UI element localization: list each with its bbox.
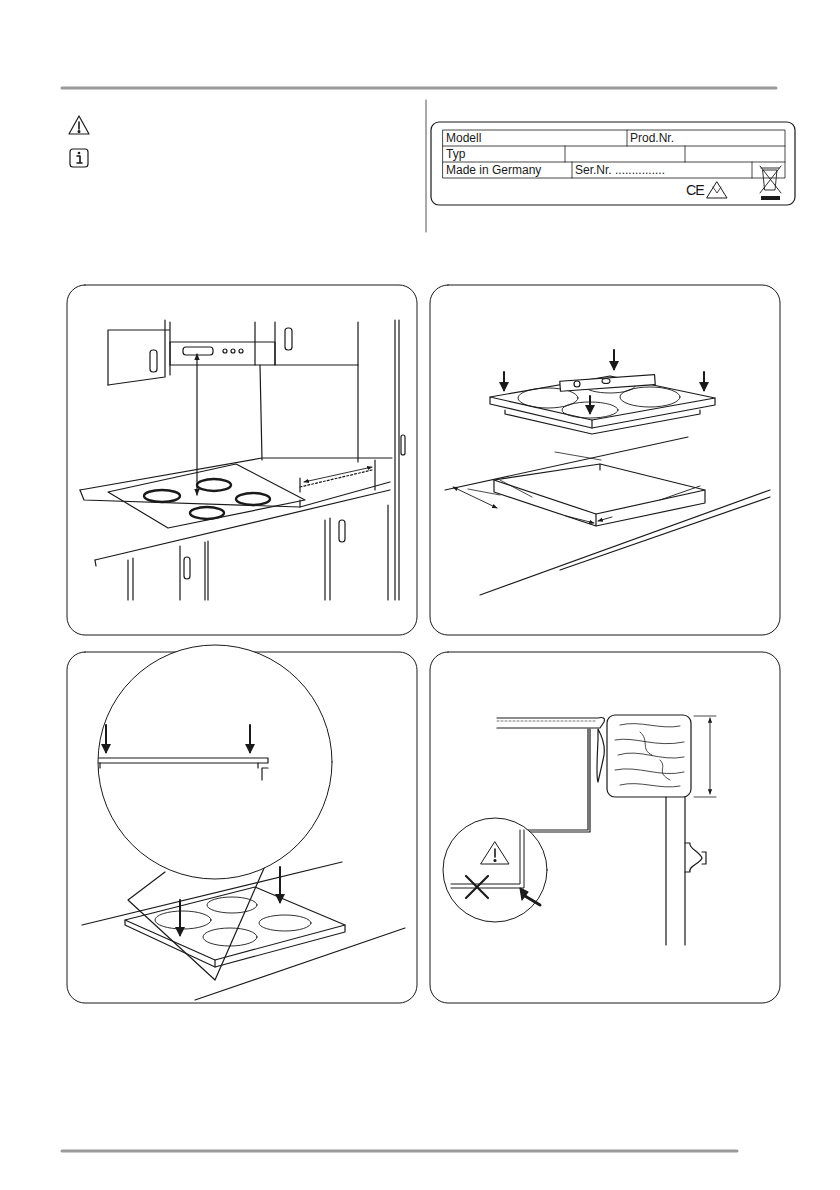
plate-cell-text: Ser.Nr. ............... xyxy=(575,163,665,177)
plate-cell-text: Made in Germany xyxy=(446,163,541,177)
plate-cell-text: Prod.Nr. xyxy=(630,131,674,145)
ce-mark: CE xyxy=(686,183,704,197)
plate-cell-text: Typ xyxy=(446,147,465,161)
plate-cell-text: Modell xyxy=(446,131,481,145)
